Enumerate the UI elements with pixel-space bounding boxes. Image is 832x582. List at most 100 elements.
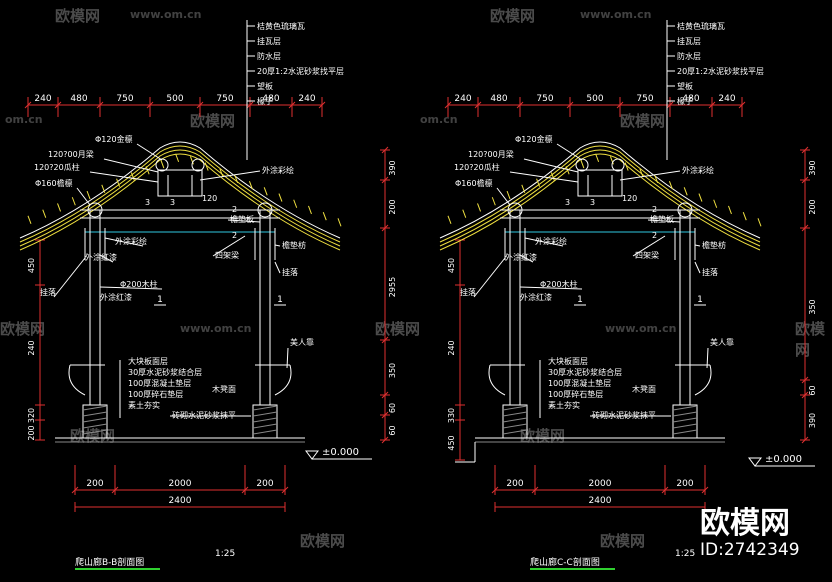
- drawing-scale: 1:25: [215, 549, 235, 559]
- dimension-label: 350: [808, 299, 817, 314]
- beam-number: 3: [590, 198, 595, 207]
- purlin-circle: [611, 158, 625, 172]
- watermark-logo: 欧模网: [190, 112, 236, 130]
- section-mark: 1: [697, 295, 703, 305]
- base-hatch: [252, 429, 278, 435]
- leader-label: 四架梁: [215, 251, 239, 260]
- dimension-label: 2000: [169, 479, 192, 489]
- dimension-label: 240: [447, 340, 456, 355]
- leader-line: [694, 244, 701, 247]
- dimension-slash: [444, 101, 452, 109]
- purlin-circle: [191, 158, 205, 172]
- purlin-circle: [155, 158, 169, 172]
- dimension-slash: [381, 411, 389, 419]
- roof-tile-hatch: [491, 197, 496, 206]
- dimension-label: 450: [27, 258, 36, 273]
- dimension-label: 330: [447, 408, 456, 423]
- dimension-label: 750: [636, 94, 653, 104]
- dimension-label: 200: [256, 479, 273, 489]
- floor-layer-label: 100厚混凝土垫层: [128, 378, 191, 388]
- dimension-slash: [381, 146, 389, 154]
- purlin-circle: [575, 158, 589, 172]
- leader-label: 120?20瓜柱: [34, 162, 80, 172]
- dimension-label: 480: [490, 94, 507, 104]
- roof-tile-hatch: [580, 159, 585, 169]
- dimension-slash: [241, 486, 249, 494]
- floor-layer-label: 大块板面层: [128, 356, 168, 366]
- leader-line: [632, 235, 666, 257]
- roof-tile-hatch: [101, 184, 106, 194]
- base-hatch: [82, 405, 108, 411]
- leader-line: [274, 261, 281, 274]
- section-mark: 1: [577, 295, 583, 305]
- dimension-label: 60: [388, 403, 397, 413]
- leader-line: [524, 237, 564, 247]
- leader-label: 四架梁: [635, 251, 659, 260]
- watermark-site: om.cn: [5, 113, 43, 126]
- total-dimension-label: 2400: [589, 496, 612, 506]
- watermark-logo: 欧模网: [300, 532, 346, 550]
- roof-layer-label: 挂瓦层: [677, 36, 701, 46]
- leader-line: [619, 170, 681, 181]
- base-hatch: [82, 429, 108, 435]
- roof-tile-hatch: [565, 166, 570, 175]
- leader-line: [274, 244, 281, 247]
- base-hatch: [672, 411, 698, 417]
- roof-tile-hatch: [145, 166, 150, 175]
- dimension-slash: [381, 391, 389, 399]
- dimension-slash: [708, 101, 716, 109]
- beam-number: 3: [565, 198, 570, 207]
- leader-label: 外涂彩绘: [535, 236, 567, 246]
- roof-tile-hatch: [713, 199, 718, 208]
- dimension-slash: [381, 336, 389, 344]
- dimension-slash: [491, 486, 499, 494]
- base-hatch: [502, 405, 528, 411]
- roof-tile-hatch: [654, 174, 659, 184]
- base-hatch: [82, 423, 108, 429]
- roof-tile-hatch: [27, 215, 32, 225]
- roof-layer-label: 桔黄色琉璃瓦: [257, 21, 305, 31]
- beam-number: 2: [232, 205, 237, 214]
- seat-back-curve: [68, 364, 86, 396]
- roof-curve: [439, 141, 761, 239]
- roof-tile-hatch: [130, 172, 135, 181]
- eave-purlin-circle: [87, 202, 103, 218]
- floor-layer-label: 30厚水泥砂浆结合层: [548, 367, 622, 377]
- roof-tile-hatch: [639, 168, 644, 177]
- roof-tile-hatch: [71, 197, 76, 206]
- beam-number: 2: [232, 231, 237, 240]
- leader-label: 外涂红漆: [505, 252, 537, 262]
- leader-label: 外涂彩绘: [682, 165, 714, 175]
- roof-tile-hatch: [219, 168, 224, 177]
- dimension-label: 390: [808, 160, 817, 175]
- roof-tile-hatch: [263, 187, 268, 196]
- roof-curve: [19, 145, 341, 243]
- roof-tile-hatch: [278, 193, 283, 202]
- roof-tile-hatch: [521, 184, 526, 194]
- dimension-label: 750: [536, 94, 553, 104]
- dimension-label: 2955: [388, 277, 397, 297]
- dimension-label: 200: [27, 425, 36, 440]
- dimension-slash: [381, 224, 389, 232]
- roof-tile-hatch: [595, 153, 600, 163]
- dimension-label: 390: [388, 160, 397, 175]
- leader-line: [212, 235, 246, 257]
- dimension-slash: [801, 391, 809, 399]
- dimension-slash: [801, 146, 809, 154]
- beam-number: 120: [202, 194, 217, 203]
- roof-tile-hatch: [189, 156, 194, 165]
- dimension-label: 480: [682, 94, 699, 104]
- leader-label: 檐垫板: [230, 214, 254, 224]
- leader-label: 120?20瓜柱: [454, 162, 500, 172]
- roof-tile-hatch: [116, 178, 121, 187]
- dimension-label: 450: [447, 435, 456, 450]
- roof-tile-hatch: [337, 218, 342, 227]
- base-hatch: [82, 411, 108, 417]
- elevation-label: ±0.000: [765, 454, 802, 465]
- dimension-slash: [71, 486, 79, 494]
- watermark-logo: 欧模网: [375, 320, 421, 338]
- dimension-slash: [146, 101, 154, 109]
- base-hatch: [82, 417, 108, 423]
